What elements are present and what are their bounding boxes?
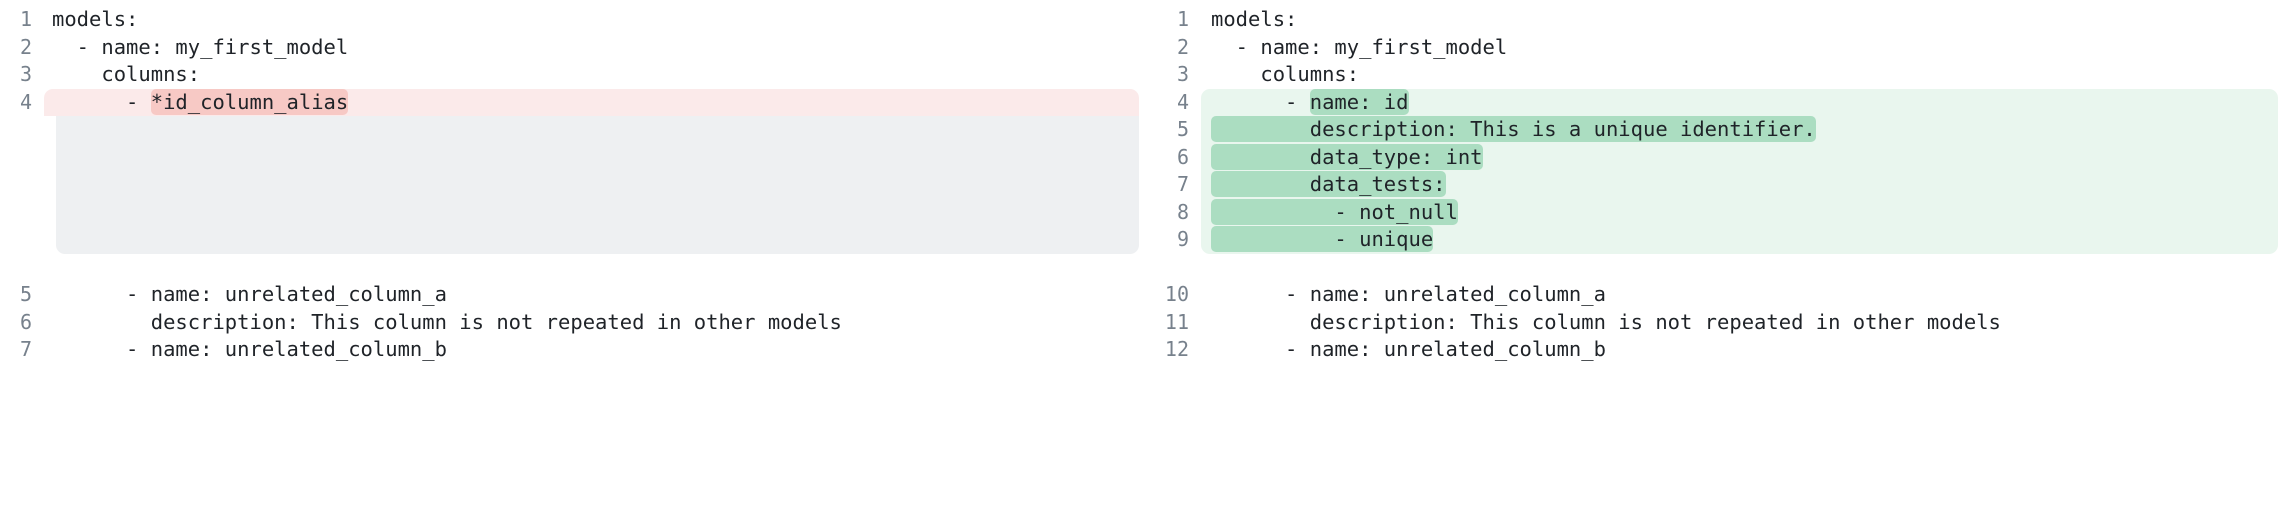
- line-number: 1: [19, 7, 32, 31]
- diff-line[interactable]: 10 - name: unrelated_column_a: [1139, 281, 2278, 309]
- diff-line[interactable]: 8 - not_null: [1139, 198, 2278, 226]
- line-content[interactable]: description: This is a unique identifier…: [1201, 116, 2278, 144]
- line-text-plain: - name: my_first_model: [1211, 34, 1508, 59]
- line-content[interactable]: - name: my_first_model: [1201, 34, 2278, 62]
- line-text-plain: - name: unrelated_column_b: [1211, 337, 1606, 361]
- line-number: 12: [1164, 337, 1189, 361]
- line-number: 2: [1176, 34, 1189, 59]
- line-number: 3: [19, 62, 32, 86]
- line-content[interactable]: columns:: [1201, 61, 2278, 89]
- diff-line[interactable]: 11 description: This column is not repea…: [1139, 309, 2278, 337]
- line-text-plain: models:: [52, 7, 139, 31]
- line-number: 3: [1176, 62, 1189, 86]
- line-text-plain: columns:: [1211, 62, 1360, 86]
- diff-line[interactable]: 6 data_type: int: [1139, 143, 2278, 171]
- diff-line[interactable]: 2 - name: my_first_model: [1139, 34, 2278, 62]
- line-text-highlight: name: id: [1309, 88, 1409, 115]
- line-content[interactable]: - name: my_first_model: [44, 34, 1139, 62]
- diff-gap-spacer: [0, 254, 1139, 282]
- line-content[interactable]: description: This column is not repeated…: [1201, 309, 2278, 337]
- line-number: 7: [19, 337, 32, 361]
- line-content[interactable]: models:: [1201, 6, 2278, 34]
- line-number: 10: [1164, 282, 1189, 306]
- line-content[interactable]: - *id_column_alias: [44, 88, 1139, 116]
- diff-line[interactable]: 1 models:: [1139, 6, 2278, 34]
- line-number: 5: [1176, 117, 1189, 141]
- diff-line[interactable]: 6 description: This column is not repeat…: [0, 309, 1139, 337]
- line-text-highlight: - not_null: [1211, 198, 1458, 225]
- line-number: 4: [1176, 89, 1189, 114]
- line-text-plain: description: This column is not repeated…: [52, 309, 842, 334]
- line-content[interactable]: data_tests:: [1201, 171, 2278, 199]
- line-number: 9: [1176, 227, 1189, 251]
- line-content[interactable]: data_type: int: [1201, 143, 2278, 171]
- line-content[interactable]: - name: unrelated_column_b: [1201, 336, 2278, 364]
- line-text-highlight: data_type: int: [1211, 143, 1483, 170]
- line-content[interactable]: models:: [44, 6, 1139, 34]
- line-number: 6: [1176, 144, 1189, 169]
- diff-filler-block: [56, 116, 1139, 254]
- diff-line[interactable]: 5 - name: unrelated_column_a: [0, 281, 1139, 309]
- line-content[interactable]: - name: unrelated_column_b: [44, 336, 1139, 364]
- line-content[interactable]: - not_null: [1201, 198, 2278, 226]
- line-content[interactable]: - name: unrelated_column_a: [1201, 281, 2278, 309]
- line-number: 11: [1164, 309, 1189, 334]
- diff-line[interactable]: 3 columns:: [1139, 61, 2278, 89]
- line-content[interactable]: - unique: [1201, 226, 2278, 254]
- line-text-plain: - name: my_first_model: [52, 34, 349, 59]
- diff-line[interactable]: 4 - name: id: [1139, 88, 2278, 116]
- line-number: 6: [19, 309, 32, 334]
- diff-line[interactable]: 5 description: This is a unique identifi…: [1139, 116, 2278, 144]
- line-number: 8: [1176, 199, 1189, 224]
- diff-gap-spacer: [1139, 254, 2278, 282]
- line-text-highlight: - unique: [1211, 226, 1434, 252]
- line-number: 5: [19, 282, 32, 306]
- line-text-plain: -: [1211, 89, 1310, 114]
- line-text-highlight: *id_column_alias: [150, 88, 349, 115]
- line-text-plain: -: [52, 89, 151, 114]
- line-content[interactable]: description: This column is not repeated…: [44, 309, 1139, 337]
- line-text-plain: description: This column is not repeated…: [1211, 309, 2001, 334]
- diff-line[interactable]: 1 models:: [0, 6, 1139, 34]
- line-number: 7: [1176, 172, 1189, 196]
- line-text-plain: - name: unrelated_column_a: [1211, 282, 1606, 306]
- line-text-plain: models:: [1211, 7, 1298, 31]
- diff-line[interactable]: 2 - name: my_first_model: [0, 34, 1139, 62]
- diff-line[interactable]: 7 data_tests:: [1139, 171, 2278, 199]
- line-number: 2: [19, 34, 32, 59]
- line-text-plain: - name: unrelated_column_b: [52, 337, 447, 361]
- line-text-highlight: description: This is a unique identifier…: [1211, 116, 1816, 142]
- diff-line[interactable]: 9 - unique: [1139, 226, 2278, 254]
- diff-line[interactable]: 7 - name: unrelated_column_b: [0, 336, 1139, 364]
- line-number: 4: [19, 89, 32, 114]
- line-content[interactable]: columns:: [44, 61, 1139, 89]
- line-text-plain: columns:: [52, 62, 201, 86]
- line-number: 1: [1176, 7, 1189, 31]
- line-content[interactable]: - name: unrelated_column_a: [44, 281, 1139, 309]
- line-text-plain: - name: unrelated_column_a: [52, 282, 447, 306]
- diff-line[interactable]: 12 - name: unrelated_column_b: [1139, 336, 2278, 364]
- diff-line[interactable]: 4 - *id_column_alias: [0, 88, 1139, 116]
- diff-line[interactable]: 3 columns:: [0, 61, 1139, 89]
- line-text-highlight: data_tests:: [1211, 171, 1446, 197]
- line-content[interactable]: - name: id: [1201, 88, 2278, 116]
